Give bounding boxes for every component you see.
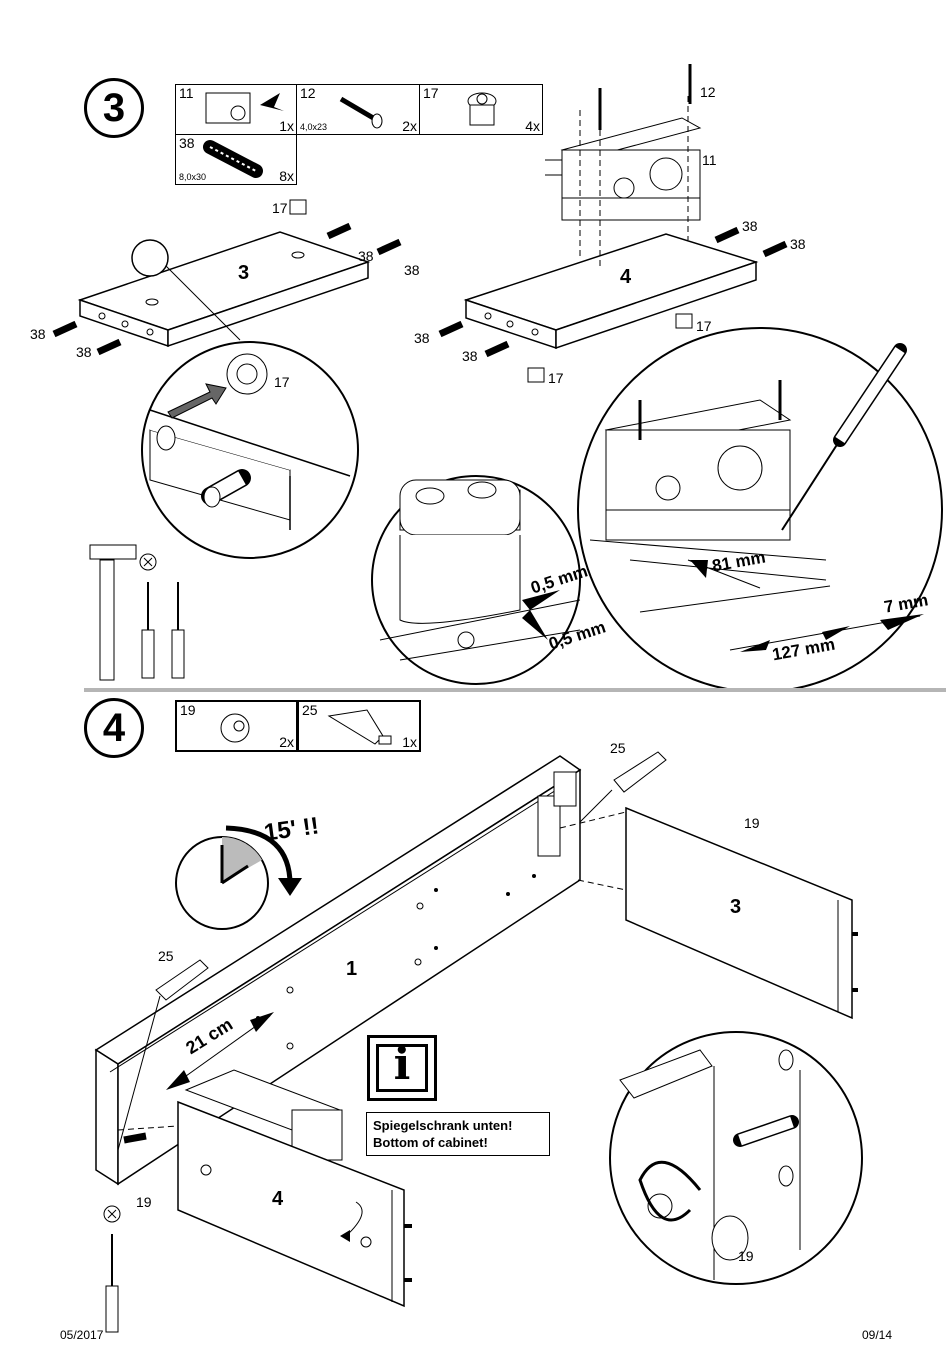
label-25: 25 — [158, 948, 174, 964]
footer-date: 05/2017 — [60, 1328, 103, 1342]
info-note: Spiegelschrank unten! Bottom of cabinet! — [366, 1112, 550, 1156]
label-19: 19 — [744, 815, 760, 831]
info-text-english: Bottom of cabinet! — [373, 1134, 543, 1151]
label-19: 19 — [738, 1248, 754, 1264]
info-icon: i — [367, 1035, 437, 1101]
label-19: 19 — [136, 1194, 152, 1210]
label-25: 25 — [610, 740, 626, 756]
footer-page: 09/14 — [862, 1328, 892, 1342]
panel-3-label: 3 — [730, 896, 741, 919]
info-text-german: Spiegelschrank unten! — [373, 1117, 543, 1134]
panel-4-label: 4 — [272, 1188, 283, 1211]
info-glyph: i — [370, 1040, 434, 1090]
panel-1-label: 1 — [346, 958, 357, 981]
